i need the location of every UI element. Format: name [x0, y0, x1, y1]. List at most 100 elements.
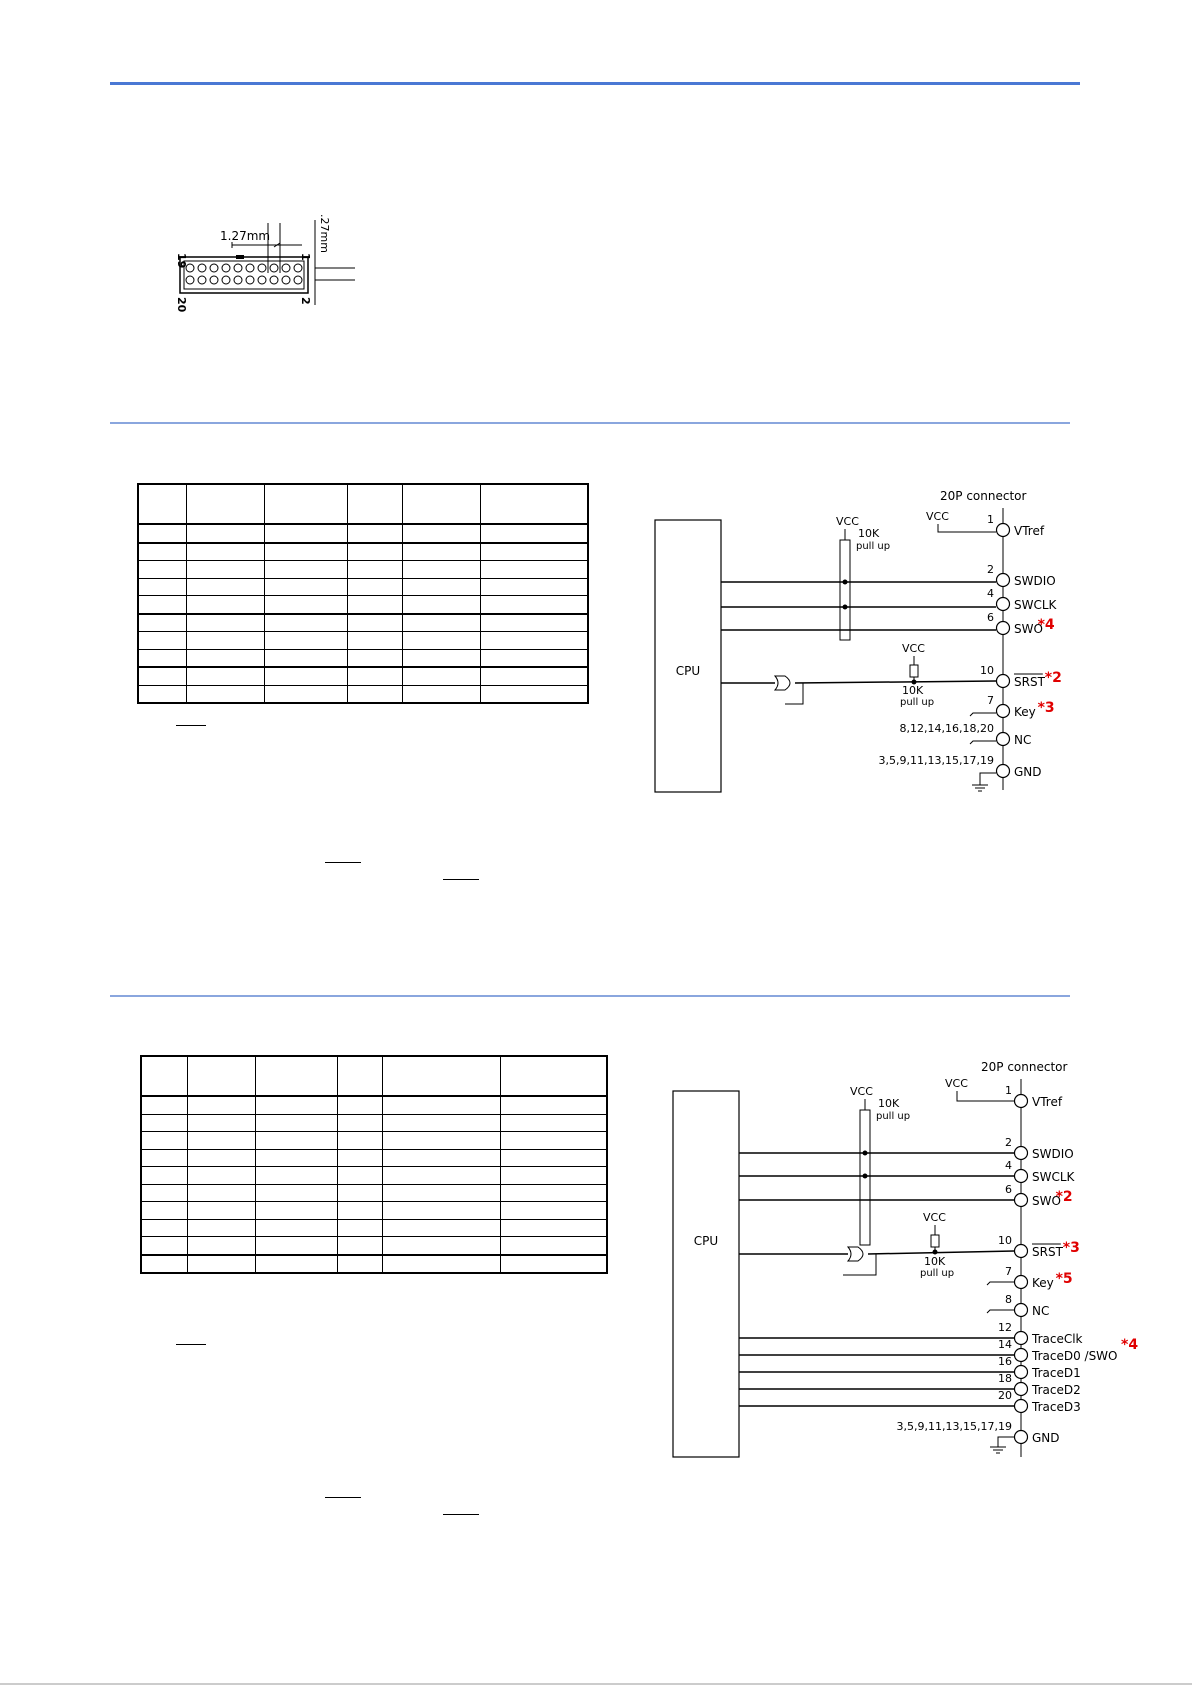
table-cell — [336, 1131, 383, 1150]
table-cell — [140, 1218, 188, 1237]
pin-hole — [245, 263, 255, 273]
table-cell — [401, 523, 481, 543]
pin-number: 6 — [987, 611, 994, 624]
table-cell — [499, 1236, 608, 1255]
table-cell — [499, 1218, 608, 1237]
resistor2-value-2: 10K — [924, 1255, 946, 1268]
table-cell — [401, 666, 481, 686]
pin-hole — [269, 275, 279, 285]
table-cell — [381, 1201, 501, 1220]
vcc-label-2: VCC — [836, 515, 859, 528]
connector-pitch-figure: 1.27mm 1.27mm 19 1 20 2 — [175, 215, 355, 313]
text-overbar-3 — [325, 1497, 361, 1498]
table-cell — [254, 1148, 338, 1167]
table-row — [137, 612, 589, 632]
table-cell — [346, 648, 403, 668]
table-cell — [479, 684, 589, 704]
table-cell — [336, 1113, 383, 1132]
pin-name: SWCLK — [1032, 1170, 1076, 1184]
table-cell — [137, 577, 187, 596]
table-cell — [140, 1183, 188, 1202]
pin-terminal — [995, 596, 1011, 612]
pin-hole — [185, 275, 195, 285]
pin-hole — [257, 263, 267, 273]
table-cell — [254, 1236, 338, 1255]
pin-number: 6 — [1005, 1183, 1012, 1196]
pin-label-19: 19 — [175, 253, 188, 268]
pin-hole — [185, 263, 195, 273]
table-row — [137, 631, 589, 650]
table-cell — [479, 560, 589, 579]
resistor-note-2: pull up — [876, 1111, 910, 1122]
table-row — [140, 1131, 608, 1150]
table-cell — [140, 1201, 188, 1220]
table-cell — [336, 1253, 383, 1274]
table-cell — [479, 577, 589, 596]
header-rule — [110, 82, 1080, 85]
table-cell — [137, 631, 187, 650]
table-cell — [185, 523, 265, 543]
table-cell — [254, 1166, 338, 1185]
table-cell — [137, 666, 187, 686]
table-header-row — [140, 1055, 608, 1097]
table-cell — [401, 612, 481, 632]
table-cell — [479, 666, 589, 686]
pin-name: Key — [1032, 1276, 1054, 1290]
table-cell — [401, 631, 481, 650]
pin-hole — [197, 275, 207, 285]
pin-name: TraceD0 /SWO — [1031, 1349, 1118, 1363]
table-row — [137, 523, 589, 543]
table-cell — [254, 1201, 338, 1220]
pitch-v-label: 1.27mm — [318, 215, 331, 253]
note-mark: *3 — [1038, 700, 1055, 716]
table-cell — [137, 684, 187, 704]
pin-hole — [293, 275, 303, 285]
table-row — [140, 1236, 608, 1255]
table-cell — [254, 1253, 338, 1274]
table-cell — [499, 1201, 608, 1220]
table-cell — [499, 1095, 608, 1115]
table-cell — [381, 1113, 501, 1132]
table-cell — [140, 1253, 188, 1274]
pin-terminal — [1013, 1145, 1029, 1161]
table-cell — [185, 631, 265, 650]
table-cell — [346, 684, 403, 704]
table-cell — [479, 631, 589, 650]
table-cell — [263, 612, 348, 632]
table-cell — [346, 541, 403, 561]
pin-terminal — [1013, 1274, 1029, 1290]
table-row — [137, 541, 589, 561]
pin-terminal — [995, 673, 1011, 689]
table-cell — [186, 1183, 256, 1202]
pin-terminal — [995, 703, 1011, 719]
note-mark: *4 — [1038, 617, 1055, 633]
schematic-swd: CPU 20P connector VCC VCC 10K pull up VC… — [654, 489, 1062, 793]
table-cell — [185, 560, 265, 579]
table-cell — [336, 1183, 383, 1202]
table-cell — [401, 483, 481, 525]
pin-number: 1 — [987, 513, 994, 526]
pin-hole — [257, 275, 267, 285]
cpu-label-2: CPU — [694, 1234, 718, 1248]
pin-label-1: 1 — [299, 253, 312, 261]
table-cell — [137, 523, 187, 543]
section-rule-1 — [110, 422, 1070, 424]
pin-terminal — [1013, 1093, 1029, 1109]
table-cell — [254, 1113, 338, 1132]
table-cell — [499, 1131, 608, 1150]
pitch-h-label: 1.27mm — [220, 229, 270, 243]
pin-terminal — [1013, 1330, 1029, 1346]
table-cell — [336, 1166, 383, 1185]
table-cell — [479, 595, 589, 614]
table-cell — [401, 577, 481, 596]
pin-number: 3,5,9,11,13,15,17,19 — [897, 1420, 1012, 1433]
table-cell — [263, 648, 348, 668]
pin-name: SWO — [1014, 622, 1043, 636]
table-cell — [186, 1095, 256, 1115]
pin-hole — [197, 263, 207, 273]
table-cell — [346, 483, 403, 525]
table-cell — [263, 666, 348, 686]
table-cell — [263, 483, 348, 525]
table-cell — [140, 1055, 188, 1097]
pin-hole — [293, 263, 303, 273]
